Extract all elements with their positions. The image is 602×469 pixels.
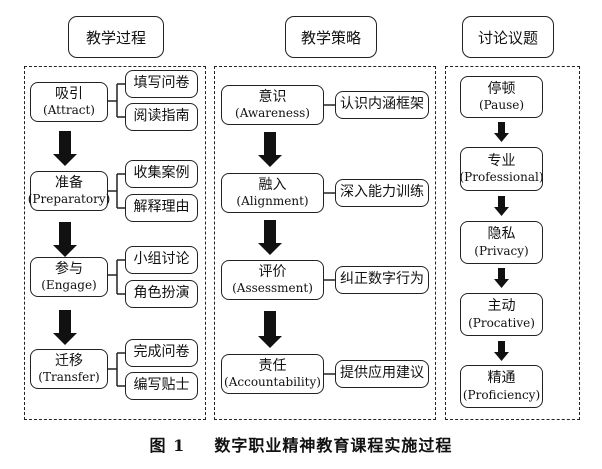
- process-sub-item: 编写贴士: [125, 372, 198, 400]
- process-sub-item: 小组讨论: [125, 246, 198, 274]
- figure-caption: 图 1 数字职业精神教育课程实施过程: [0, 432, 602, 456]
- topic-proficiency: 精通 (Proficiency): [460, 365, 543, 408]
- strategy-step-awareness: 意识 (Awareness): [221, 85, 324, 125]
- header-topics: 讨论议题: [462, 16, 554, 58]
- process-sub-item: 收集案例: [125, 160, 198, 188]
- topic-pause: 停顿 (Pause): [460, 76, 543, 118]
- figure-title: 数字职业精神教育课程实施过程: [214, 436, 453, 455]
- strategy-arrows: [258, 132, 282, 348]
- strategy-step-assessment: 评价 (Assessment): [221, 260, 324, 300]
- process-arrows: [53, 131, 77, 345]
- panel-strategy: [214, 66, 436, 420]
- figure-label: 图 1: [149, 436, 186, 455]
- topic-privacy: 隐私 (Privacy): [460, 221, 543, 264]
- process-sub-item: 解释理由: [125, 194, 198, 222]
- header-process: 教学过程: [68, 16, 164, 58]
- process-step-transfer: 迁移 (Transfer): [30, 349, 108, 389]
- strategy-desc: 提供应用建议: [335, 360, 429, 388]
- process-sub-item: 角色扮演: [125, 280, 198, 308]
- topic-procative: 主动 (Procative): [460, 293, 543, 336]
- strategy-step-alignment: 融入 (Alignment): [221, 173, 324, 213]
- strategy-desc: 深入能力训练: [335, 179, 429, 207]
- strategy-desc: 认识内涵框架: [335, 91, 429, 119]
- process-step-engage: 参与 (Engage): [30, 257, 108, 297]
- strategy-desc: 纠正数字行为: [335, 266, 429, 294]
- panel-process: [24, 66, 206, 420]
- process-step-preparatory: 准备 (Preparatory): [28, 171, 110, 211]
- process-step-attract: 吸引 (Attract): [30, 82, 108, 122]
- process-sub-item: 阅读指南: [125, 103, 198, 131]
- topic-arrows: [494, 122, 509, 361]
- process-sub-item: 完成问卷: [125, 339, 198, 367]
- strategy-step-accountability: 责任 (Accountability): [221, 354, 324, 394]
- topic-professional: 专业 (Professional): [459, 147, 544, 191]
- header-strategy: 教学策略: [285, 16, 377, 58]
- process-sub-item: 填写问卷: [125, 70, 198, 98]
- panel-topics: [445, 66, 580, 420]
